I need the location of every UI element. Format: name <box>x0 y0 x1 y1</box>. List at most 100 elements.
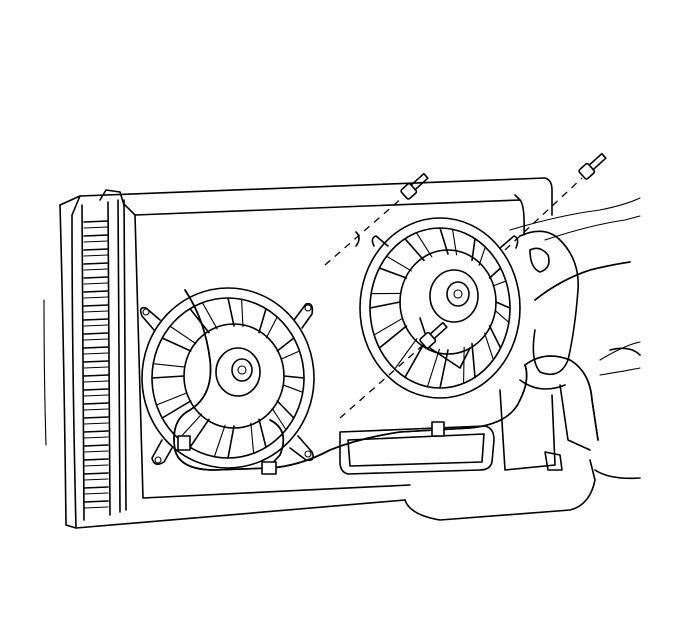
fan-spoke <box>415 232 433 258</box>
fan-spoke <box>426 348 440 388</box>
fan-spoke <box>484 332 494 361</box>
radiator-fin <box>83 366 109 369</box>
fan-spoke <box>152 363 186 368</box>
wiring-harness <box>173 197 641 475</box>
radiator-fin <box>83 388 109 391</box>
fan-spoke <box>492 280 507 287</box>
fan-spoke <box>178 413 203 440</box>
fan-spoke <box>151 375 185 379</box>
radiator-fin <box>83 394 109 397</box>
radiator-fin <box>83 464 109 467</box>
radiator-fin <box>83 478 109 481</box>
fan-spoke <box>471 342 476 379</box>
fan-spoke <box>161 337 192 352</box>
fan-spoke <box>369 301 401 309</box>
wiring-harness-icon <box>173 197 641 475</box>
bolt-icon <box>578 152 607 180</box>
radiator-fin <box>83 296 109 299</box>
fan-spoke <box>282 384 304 393</box>
radiator-fin <box>83 500 109 503</box>
right-cooling-fan <box>359 217 521 399</box>
fan-spoke <box>227 425 235 459</box>
radiator-fin <box>83 304 109 307</box>
radiator-fin <box>83 416 109 419</box>
radiator-fin <box>83 346 109 349</box>
radiator-fin <box>83 444 109 447</box>
radiator-fin <box>83 374 109 377</box>
fan-spoke <box>169 325 197 345</box>
cooling-fan-icon <box>359 217 521 399</box>
cooling-fan-icon <box>139 287 315 469</box>
radiator-fin <box>83 430 109 433</box>
fan-spoke <box>189 418 210 449</box>
fan-spoke <box>439 349 449 389</box>
fan-spoke <box>495 301 511 309</box>
radiator-fin <box>83 220 109 223</box>
left-cooling-fan <box>139 287 315 469</box>
radiator-fin <box>83 422 109 425</box>
radiator-fin <box>83 436 109 439</box>
fan-spoke <box>213 424 226 458</box>
radiator-fin <box>83 324 109 327</box>
radiator-fin <box>83 380 109 383</box>
bolt-icon <box>400 172 429 200</box>
radiator-fin <box>83 248 109 251</box>
fan-spoke <box>488 267 502 279</box>
fan-spoke <box>378 325 408 349</box>
radiator-fin <box>83 458 109 461</box>
lower-center-bolt <box>339 321 448 419</box>
bolt-icon <box>419 321 448 349</box>
fan-spoke <box>201 302 218 330</box>
radiator-fin <box>83 402 109 405</box>
upper-right-bolt <box>504 152 607 251</box>
radiator-housing <box>43 177 596 529</box>
radiator-fin <box>83 276 109 279</box>
radiator-fin <box>83 506 109 509</box>
radiator-fin <box>83 338 109 341</box>
fan-spoke <box>373 317 404 336</box>
fan-spoke <box>280 350 301 360</box>
radiator-fin <box>83 360 109 363</box>
radiator-fin <box>83 318 109 321</box>
fan-spoke <box>271 407 287 431</box>
fan-spoke <box>276 337 295 352</box>
fan-spoke <box>283 375 305 379</box>
radiator-fin <box>83 352 109 355</box>
body-structure <box>594 347 641 480</box>
fan-spoke <box>189 307 210 334</box>
radiator-fin <box>83 332 109 335</box>
radiator-fin <box>83 226 109 229</box>
radiator-fin <box>83 486 109 489</box>
fan-spoke <box>394 338 418 370</box>
fan-spoke <box>404 237 425 262</box>
fan-shroud-icon <box>124 194 525 499</box>
fan-spoke <box>404 342 425 379</box>
radiator-fin <box>83 310 109 313</box>
fan-spoke <box>250 422 255 454</box>
radiator-fin <box>83 408 109 411</box>
fan-spoke <box>241 298 244 328</box>
radiator-fin <box>83 472 109 475</box>
fan-spoke <box>265 316 278 339</box>
fan-spoke <box>161 400 192 419</box>
radiator-fin <box>83 240 109 243</box>
radiator-fin <box>83 450 109 453</box>
radiator-fin <box>83 234 109 237</box>
fan-spoke <box>488 325 502 349</box>
radiator-core-icon <box>81 189 127 521</box>
upper-left-bolt <box>324 172 429 266</box>
fan-spoke <box>276 400 295 419</box>
radiator-fin <box>83 282 109 285</box>
radiator-fin <box>83 254 109 257</box>
fan-spoke <box>463 346 465 384</box>
radiator-fin <box>83 290 109 293</box>
fan-spoke <box>378 267 408 279</box>
shroud-right-extension <box>499 230 591 471</box>
fan-spoke <box>258 418 267 449</box>
radiator-fin <box>83 492 109 495</box>
fan-spoke <box>258 307 267 334</box>
fan-spoke <box>155 392 188 406</box>
fan-spoke <box>227 297 235 327</box>
